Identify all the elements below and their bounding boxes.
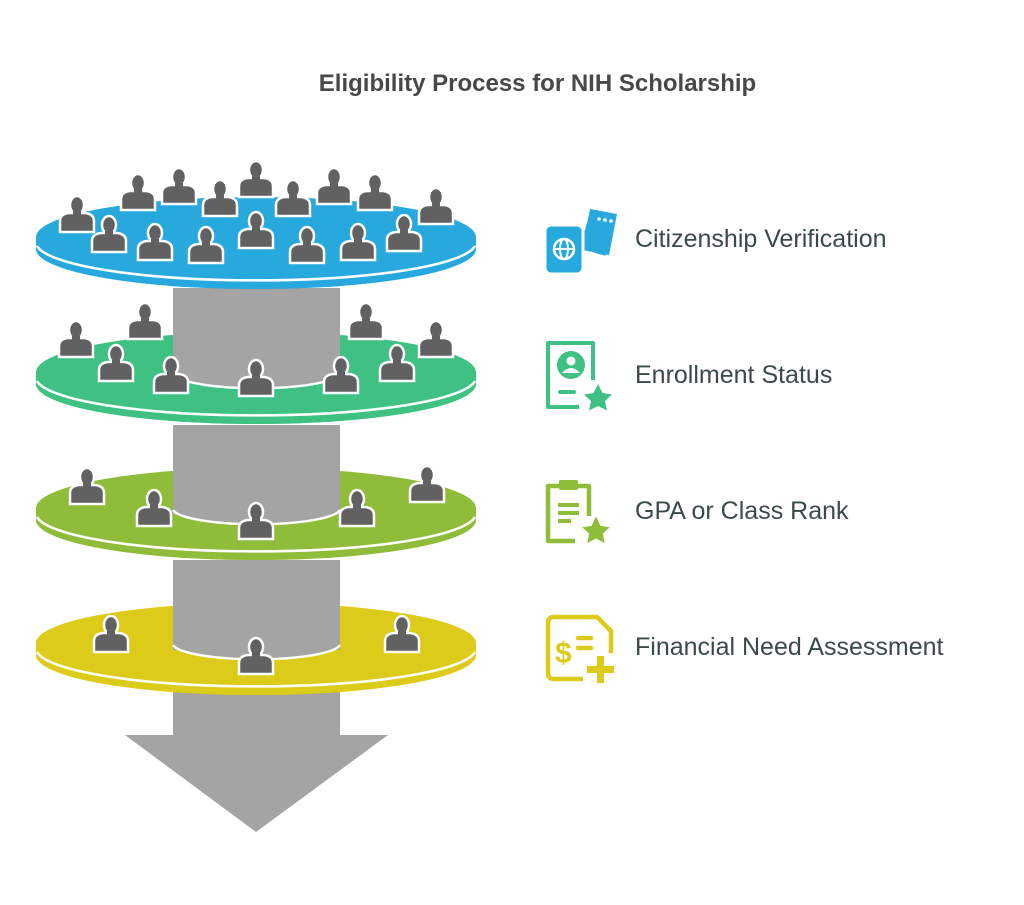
person-icon (237, 210, 275, 250)
person-icon (383, 614, 421, 654)
person-icon (288, 225, 326, 265)
person-icon (322, 355, 360, 395)
person-icon (152, 355, 190, 395)
clipboard-star-icon (545, 480, 615, 547)
passport-ticket-icon (543, 209, 617, 276)
person-icon (126, 301, 164, 341)
person-icon (417, 319, 455, 359)
person-icon (237, 636, 275, 676)
person-icon (58, 194, 96, 234)
stage-label-citizenship: Citizenship Verification (635, 225, 887, 253)
column-segment-3 (171, 560, 342, 661)
person-icon (201, 178, 239, 218)
id-card-star-icon (546, 341, 612, 411)
person-icon (160, 166, 198, 206)
diagram-title: Eligibility Process for NIH Scholarship (318, 70, 757, 97)
person-icon (315, 166, 353, 206)
invoice-plus-icon: $ (545, 614, 616, 685)
person-icon (119, 172, 157, 212)
person-icon (338, 488, 376, 528)
person-icon (339, 222, 377, 262)
column-segment-2 (171, 425, 342, 526)
stage-label-financial: Financial Need Assessment (635, 633, 944, 661)
person-icon (274, 178, 312, 218)
people-layer (57, 159, 455, 676)
person-icon (97, 343, 135, 383)
person-icon (385, 213, 423, 253)
person-icon (237, 501, 275, 541)
person-icon (237, 358, 275, 398)
person-icon (68, 466, 106, 506)
person-icon (356, 172, 394, 212)
svg-text:$: $ (555, 637, 572, 670)
person-icon (408, 464, 446, 504)
person-icon (378, 343, 416, 383)
person-icon (347, 301, 385, 341)
person-icon (92, 614, 130, 654)
stage-label-gpa: GPA or Class Rank (635, 497, 849, 525)
person-icon (187, 225, 225, 265)
person-icon (135, 488, 173, 528)
stage-label-enrollment: Enrollment Status (635, 361, 833, 389)
down-arrow (125, 690, 388, 832)
person-icon (417, 186, 455, 226)
person-icon (136, 222, 174, 262)
person-icon (237, 159, 275, 199)
person-icon (90, 214, 128, 254)
person-icon (57, 319, 95, 359)
